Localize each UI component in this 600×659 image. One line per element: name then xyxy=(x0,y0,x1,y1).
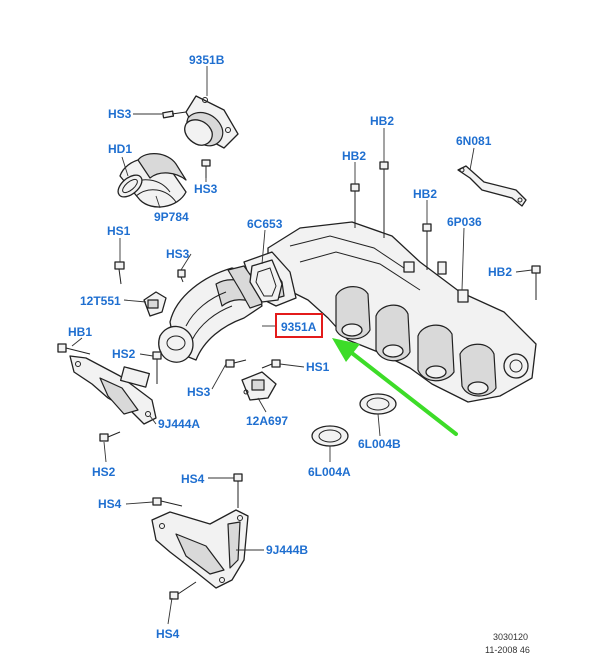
label-hs3-d: HS3 xyxy=(187,385,211,399)
label-6l004b: 6L004B xyxy=(358,437,401,451)
label-hs2-b: HS2 xyxy=(92,465,116,479)
label-6n081: 6N081 xyxy=(456,134,492,148)
bolt-hs2-lower xyxy=(99,431,121,442)
label-hs4-c: HS4 xyxy=(156,627,180,641)
green-arrow xyxy=(332,338,458,436)
bolt-hs1-right xyxy=(261,359,281,369)
label-6l004a: 6L004A xyxy=(308,465,351,479)
bolt-hs4-left xyxy=(152,497,183,507)
bolt-hs3-left xyxy=(177,269,186,283)
label-hs1-a: HS1 xyxy=(107,224,131,238)
label-hd1: HD1 xyxy=(108,142,132,156)
label-12t551: 12T551 xyxy=(80,294,121,308)
highlight-box-9351a xyxy=(275,313,323,338)
label-hs4-a: HS4 xyxy=(181,472,205,486)
label-hs3-c: HS3 xyxy=(166,247,190,261)
air-tube-9351b xyxy=(184,95,239,149)
seal-6l004a xyxy=(311,425,349,447)
label-hs3-a: HS3 xyxy=(108,107,132,121)
label-6p036: 6P036 xyxy=(447,215,482,229)
bolt-hs3-lower xyxy=(225,359,247,368)
hose-9p784 xyxy=(119,153,187,208)
bolt-hb2-2 xyxy=(379,161,389,238)
hose-clamp-hd1 xyxy=(117,174,143,198)
label-9351a: 9351A xyxy=(281,320,317,334)
label-hb2-c: HB2 xyxy=(413,187,437,201)
label-6c653: 6C653 xyxy=(247,217,283,231)
bolt-hs3-mid xyxy=(201,159,211,178)
label-hb2-d: HB2 xyxy=(488,265,512,279)
label-hb1: HB1 xyxy=(68,325,92,339)
label-hs2-a: HS2 xyxy=(112,347,136,361)
label-9j444b: 9J444B xyxy=(266,543,308,557)
seal-6l004b xyxy=(359,393,397,415)
label-hb2-b: HB2 xyxy=(342,149,366,163)
bolt-hs4-top xyxy=(233,473,243,508)
bolt-hs4-bottom xyxy=(169,581,197,600)
label-hs4-b: HS4 xyxy=(98,497,122,511)
bolt-hs2-upper xyxy=(152,351,162,384)
label-hb2-a: HB2 xyxy=(370,114,394,128)
footer-date: 11-2008 46 xyxy=(485,645,530,655)
sensor-12a697 xyxy=(241,371,277,401)
footer-ref: 3030120 xyxy=(493,632,528,642)
intake-manifold-6p036 xyxy=(267,221,537,403)
label-9j444a: 9J444A xyxy=(158,417,200,431)
leader-lines xyxy=(71,66,533,625)
bracket-9j444a xyxy=(69,355,157,425)
sensor-12t551 xyxy=(143,291,167,317)
bolt-hs1-left xyxy=(114,261,125,285)
bracket-6n081 xyxy=(457,165,527,207)
bolt-hb1 xyxy=(57,343,91,355)
gasket-6c653 xyxy=(249,259,283,303)
air-tube-9351a xyxy=(158,265,263,363)
label-9p784: 9P784 xyxy=(154,210,189,224)
bolt-hs3-top xyxy=(162,110,187,119)
label-12a697: 12A697 xyxy=(246,414,288,428)
label-hs3-b: HS3 xyxy=(194,182,218,196)
label-9351b: 9351B xyxy=(189,53,225,67)
bolt-hb2-3 xyxy=(422,223,432,270)
bolt-hb2-4 xyxy=(531,265,541,300)
label-hs1-b: HS1 xyxy=(306,360,330,374)
bracket-9j444b xyxy=(151,509,249,589)
